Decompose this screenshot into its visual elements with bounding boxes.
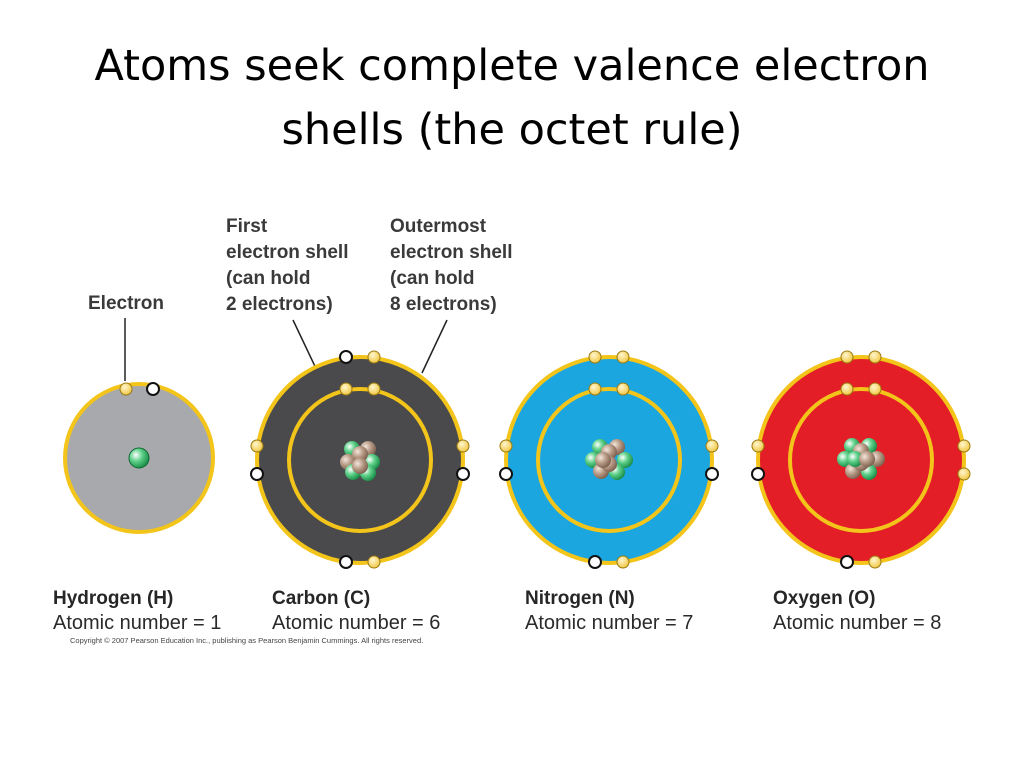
electron-filled	[957, 439, 971, 453]
outer-shell-label-line-1: Outermost	[390, 216, 487, 237]
atom-name: Carbon (C)	[272, 588, 370, 609]
electron-filled	[840, 350, 854, 364]
atomic-number: Atomic number = 7	[525, 612, 693, 634]
oxygen-inner-shell	[788, 387, 934, 533]
atomic-number: Atomic number = 1	[53, 612, 221, 634]
atom-carbon	[250, 350, 470, 569]
electron-filled	[367, 350, 381, 364]
nitrogen-nucleus	[585, 439, 633, 480]
electron-vacancy	[840, 555, 854, 569]
electron-filled	[499, 439, 513, 453]
electron-filled	[588, 382, 602, 396]
electron-filled	[705, 439, 719, 453]
atom-name: Hydrogen (H)	[53, 588, 173, 609]
first-shell-callout: First electron shell (can hold 2 electro…	[226, 216, 349, 399]
hydrogen-nucleus	[128, 447, 150, 469]
electron-vacancy	[146, 382, 160, 396]
first-shell-label-line-1: First	[226, 216, 268, 237]
first-shell-label-line-4: 2 electrons)	[226, 294, 333, 315]
electron-filled	[588, 350, 602, 364]
copyright-notice: Copyright © 2007 Pearson Education Inc.,…	[70, 636, 423, 645]
electron-vacancy	[499, 467, 513, 481]
nitrogen-inner-shell	[536, 387, 682, 533]
electron-filled	[367, 382, 381, 396]
electron-filled	[616, 350, 630, 364]
caption-hydrogen: Hydrogen (H) Atomic number = 1	[53, 588, 221, 634]
electron-filled	[868, 382, 882, 396]
electron-filled	[868, 350, 882, 364]
caption-carbon: Carbon (C) Atomic number = 6	[272, 588, 440, 634]
atomic-number: Atomic number = 6	[272, 612, 440, 634]
atom-name: Nitrogen (N)	[525, 588, 635, 609]
electron-callout: Electron	[88, 293, 164, 381]
electron-filled	[957, 467, 971, 481]
atom-oxygen	[751, 350, 971, 569]
atom-hydrogen	[63, 382, 215, 534]
electron-filled	[119, 382, 133, 396]
atom-name: Oxygen (O)	[773, 588, 875, 609]
electron-filled	[339, 382, 353, 396]
electron-filled	[616, 382, 630, 396]
outer-shell-callout: Outermost electron shell (can hold 8 ele…	[390, 216, 513, 374]
atomic-number: Atomic number = 8	[773, 612, 941, 634]
first-shell-label-line-3: (can hold	[226, 268, 310, 289]
electron-filled	[367, 555, 381, 569]
electron-filled	[751, 439, 765, 453]
electron-vacancy	[339, 555, 353, 569]
electron-vacancy	[751, 467, 765, 481]
carbon-nucleus	[340, 441, 380, 481]
electron-vacancy	[339, 350, 353, 364]
caption-oxygen: Oxygen (O) Atomic number = 8	[773, 588, 941, 634]
electron-filled	[456, 439, 470, 453]
slide-title: Atoms seek complete valence electron she…	[94, 41, 930, 155]
electron-vacancy	[705, 467, 719, 481]
outer-shell-pointer-line	[421, 319, 448, 374]
electron-filled	[868, 555, 882, 569]
electron-filled	[250, 439, 264, 453]
electron-vacancy	[456, 467, 470, 481]
electron-filled	[616, 555, 630, 569]
electron-filled	[840, 382, 854, 396]
oxygen-nucleus	[837, 438, 885, 480]
electron-vacancy	[250, 467, 264, 481]
outer-shell-label-line-2: electron shell	[390, 242, 513, 263]
electron-vacancy	[588, 555, 602, 569]
atom-nitrogen	[499, 350, 719, 569]
first-shell-label-line-2: electron shell	[226, 242, 349, 263]
carbon-inner-shell	[287, 387, 433, 533]
outer-shell-label-line-3: (can hold	[390, 268, 474, 289]
outer-shell-label-line-4: 8 electrons)	[390, 294, 497, 315]
caption-nitrogen: Nitrogen (N) Atomic number = 7	[525, 588, 693, 634]
electron-label: Electron	[88, 293, 164, 314]
